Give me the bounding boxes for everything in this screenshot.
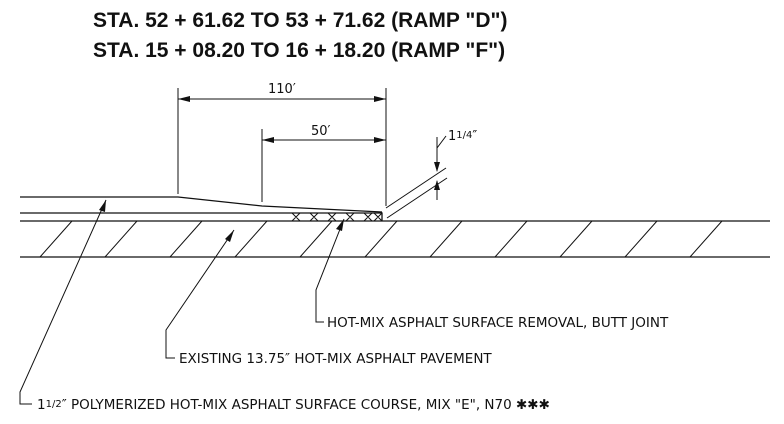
leader-butt-joint (315, 218, 345, 323)
leader-existing-pavement (165, 229, 235, 359)
overlay-top-line (20, 196, 383, 213)
existing-pavement-hatch (39, 220, 723, 258)
station-range-ramp-f: STA. 15 + 08.20 TO 16 + 18.20 (RAMP "F") (93, 39, 505, 62)
callout-existing-pavement: EXISTING 13.75″ HOT-MIX ASPHALT PAVEMENT (179, 351, 492, 367)
dimension-50: 50′ (261, 124, 386, 202)
butt-joint-hatch (286, 212, 383, 222)
dimension-110-label: 110′ (268, 82, 296, 97)
dimension-50-label: 50′ (311, 124, 331, 139)
dimension-thickness: 11/4″ (385, 129, 477, 219)
station-range-ramp-d: STA. 52 + 61.62 TO 53 + 71.62 (RAMP "D") (93, 9, 507, 32)
callout-butt-joint: HOT-MIX ASPHALT SURFACE REMOVAL, BUTT JO… (327, 315, 669, 331)
dimension-thickness-label: 11/4″ (448, 129, 477, 144)
pavement-top-line (20, 212, 383, 221)
dimension-110: 110′ (177, 82, 387, 206)
leader-surface-course (19, 199, 107, 405)
callout-surface-course: 11/2″ POLYMERIZED HOT-MIX ASPHALT SURFAC… (37, 397, 550, 413)
